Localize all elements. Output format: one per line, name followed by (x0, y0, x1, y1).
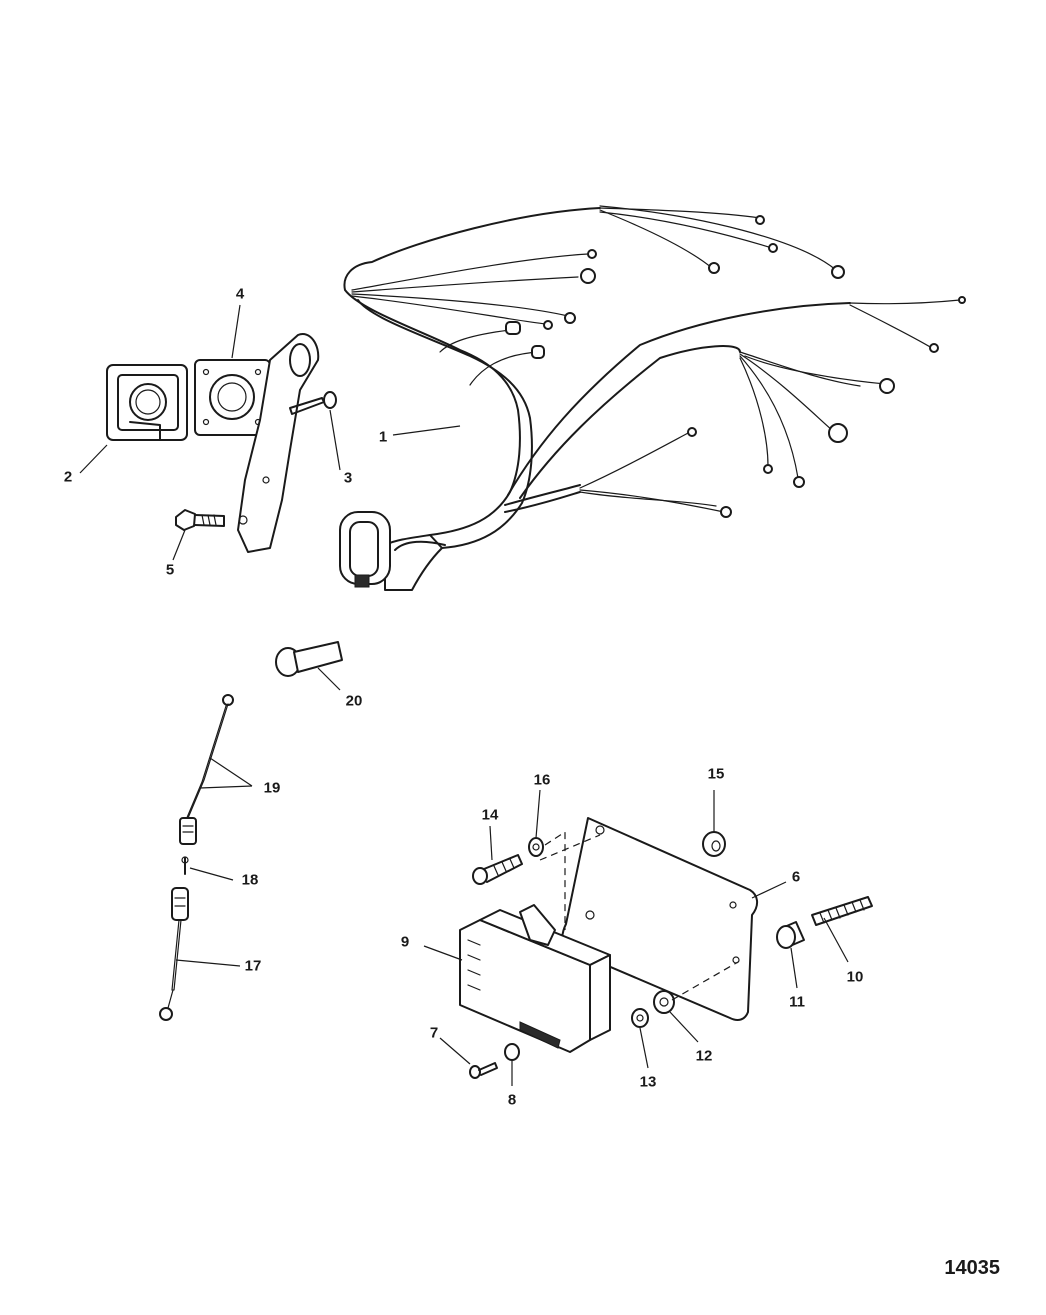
bolt-5 (175, 509, 225, 531)
leader-lines (79, 304, 849, 1086)
callout-5: 5 (165, 561, 175, 579)
callout-15: 15 (707, 765, 725, 783)
screw-3 (289, 391, 337, 415)
figure-number: 14035 (944, 1257, 1000, 1279)
callout-7: 7 (429, 1024, 439, 1042)
alignment-line (539, 834, 601, 861)
callout-2: 2 (63, 468, 73, 486)
callout-20: 20 (345, 692, 363, 710)
callout-9: 9 (400, 933, 410, 951)
callout-10: 10 (846, 968, 864, 986)
callout-12: 12 (695, 1047, 713, 1065)
bracket (237, 333, 320, 553)
callout-4: 4 (235, 285, 245, 303)
callout-11: 11 (789, 993, 805, 1011)
callout-13: 13 (639, 1073, 657, 1091)
washer-12 (653, 990, 675, 1014)
spring-clip-18 (181, 856, 189, 875)
callout-8: 8 (507, 1091, 517, 1109)
screw-7 (469, 1062, 498, 1079)
spacer-11 (776, 921, 805, 949)
grommet (106, 364, 188, 441)
mounting-plate (194, 359, 271, 436)
sensor-lead-17 (159, 887, 189, 1021)
bolt-14 (472, 854, 523, 885)
alignment-line (671, 961, 739, 1001)
callout-17: 17 (244, 957, 262, 975)
callout-19: 19 (263, 779, 281, 797)
control-module (459, 904, 611, 1053)
grommet-15 (702, 831, 726, 857)
stud-10 (811, 896, 873, 926)
washer-8 (504, 1043, 520, 1061)
callout-6: 6 (791, 868, 801, 886)
washer-16 (528, 837, 544, 857)
wiring-harness (339, 205, 966, 591)
plug-20 (275, 641, 343, 677)
nut-13 (631, 1008, 649, 1028)
callout-14: 14 (481, 806, 499, 824)
callout-3: 3 (343, 469, 353, 487)
alignment-line (544, 830, 566, 930)
callout-16: 16 (533, 771, 551, 789)
callout-18: 18 (241, 871, 259, 889)
callout-1: 1 (378, 428, 388, 446)
sensor-lead-19 (179, 694, 234, 845)
